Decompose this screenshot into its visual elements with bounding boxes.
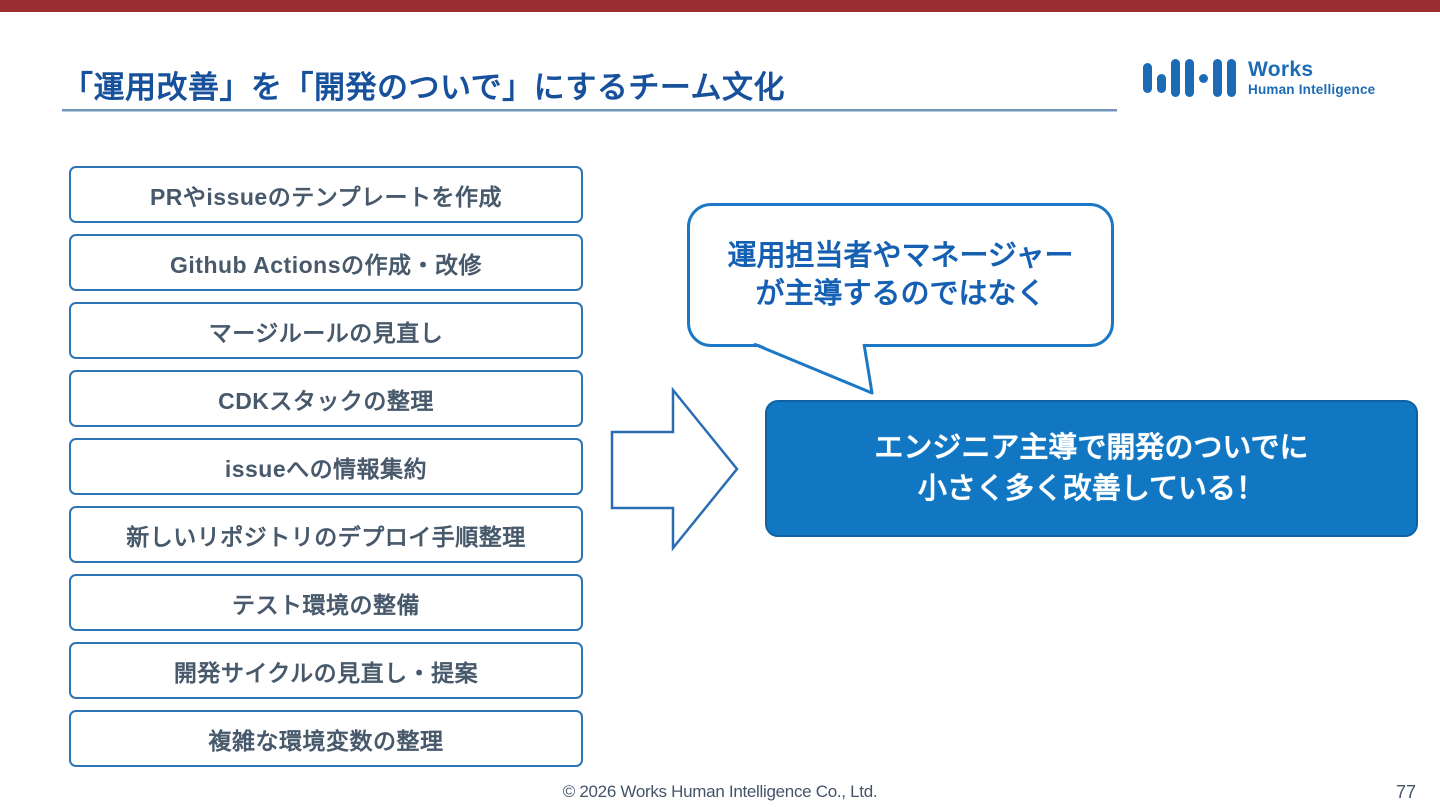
task-box: Github Actionsの作成・改修 — [69, 234, 583, 291]
top-accent-bar — [0, 0, 1440, 12]
task-box-label: Github Actionsの作成・改修 — [170, 251, 482, 278]
task-box: テスト環境の整備 — [69, 574, 583, 631]
result-box-line1: エンジニア主導で開発のついでに — [874, 431, 1309, 464]
speech-bubble-tail-icon — [753, 342, 874, 395]
right-arrow-icon — [610, 386, 739, 552]
logo-text-human-intelligence: Human Intelligence — [1248, 82, 1376, 98]
task-box-label: テスト環境の整備 — [232, 591, 420, 618]
task-box: CDKスタックの整理 — [69, 370, 583, 427]
logo-text-works: Works — [1248, 58, 1314, 82]
task-box-label: マージルールの見直し — [208, 319, 444, 346]
speech-bubble-line1: 運用担当者やマネージャー — [727, 239, 1074, 272]
logo-text: Works Human Intelligence — [1248, 59, 1375, 97]
logo-bars-icon — [1143, 58, 1236, 98]
task-box-label: 複雑な環境変数の整理 — [208, 727, 444, 754]
speech-bubble: 運用担当者やマネージャー が主導するのではなく — [687, 203, 1114, 347]
task-box-label: issueへの情報集約 — [224, 455, 428, 482]
speech-bubble-line2: が主導するのではなく — [755, 278, 1046, 310]
task-box: マージルールの見直し — [69, 302, 583, 359]
task-box-label: 新しいリポジトリのデプロイ手順整理 — [126, 523, 526, 550]
result-box-line2: 小さく多く改善している！ — [917, 472, 1266, 505]
page-title: 「運用改善」を「開発のついで」にするチーム文化 — [62, 70, 785, 105]
whi-logo: Works Human Intelligence — [1143, 56, 1375, 100]
copyright-text: © 2026 Works Human Intelligence Co., Ltd… — [562, 782, 878, 801]
page-number: 77 — [1395, 782, 1416, 802]
task-list: PRやissueのテンプレートを作成 Github Actionsの作成・改修 … — [69, 166, 583, 767]
result-box: エンジニア主導で開発のついでに 小さく多く改善している！ — [765, 400, 1418, 537]
task-box: 新しいリポジトリのデプロイ手順整理 — [69, 506, 583, 563]
task-box-label: 開発サイクルの見直し・提案 — [173, 659, 479, 686]
title-underline — [62, 109, 1117, 112]
task-box: PRやissueのテンプレートを作成 — [69, 166, 583, 223]
task-box: 複雑な環境変数の整理 — [69, 710, 583, 767]
task-box: 開発サイクルの見直し・提案 — [69, 642, 583, 699]
task-box-label: PRやissueのテンプレートを作成 — [149, 183, 503, 210]
task-box: issueへの情報集約 — [69, 438, 583, 495]
task-box-label: CDKスタックの整理 — [218, 387, 434, 414]
